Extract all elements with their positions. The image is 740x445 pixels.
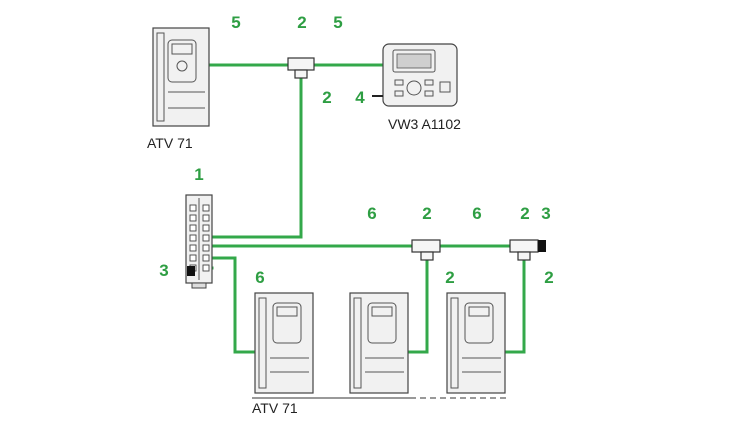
tap-right-drop-port — [517, 251, 531, 261]
hub-port — [189, 234, 197, 242]
tap-top — [287, 57, 315, 79]
hub-ports — [189, 204, 210, 272]
terminal-key — [394, 90, 404, 97]
callout-tap-mid: 2 — [422, 204, 431, 223]
drive-heatsink — [258, 297, 267, 389]
callout-cable-drop-left: 6 — [255, 268, 264, 287]
callout-tap-top: 2 — [297, 13, 306, 32]
drive-display — [371, 306, 393, 317]
drive-bottom-2 — [349, 292, 409, 394]
hub-port — [202, 264, 210, 272]
drive-heatsink — [450, 297, 459, 389]
drive-bottom-3 — [446, 292, 506, 394]
terminal-key — [424, 90, 434, 97]
hub-port — [189, 214, 197, 222]
drive-keypad — [367, 302, 397, 344]
tap-mid-drop-port — [420, 251, 434, 261]
hub-port — [202, 214, 210, 222]
callout-tap-mid-drop: 2 — [445, 268, 454, 287]
cable-top-tap-to-hub — [208, 73, 303, 239]
label-bottom-drives: ATV 71 — [252, 400, 298, 416]
callout-cable-top-right: 5 — [333, 13, 342, 32]
label-top-drive: ATV 71 — [147, 135, 193, 151]
drive-keypad — [272, 302, 302, 344]
callout-cable-bus-1: 6 — [367, 204, 376, 223]
terminal-key — [394, 79, 404, 86]
drive-keypad — [464, 302, 494, 344]
tap-mid — [411, 239, 441, 261]
drive-top-heatsink — [156, 32, 165, 122]
terminal-key — [424, 79, 434, 86]
terminal-screen — [396, 53, 432, 69]
drive-top-keypad — [167, 39, 197, 83]
tap-right — [509, 239, 546, 261]
callout-terminator-hub: 3 — [159, 261, 168, 280]
hub-port — [189, 254, 197, 262]
terminal-body — [382, 43, 458, 107]
callout-tap-top-drop: 2 — [322, 88, 331, 107]
bottom-drives — [254, 292, 506, 394]
callout-cable-bus-2: 6 — [472, 204, 481, 223]
drive-bottom-1 — [254, 292, 314, 394]
terminal-screen-frame — [392, 49, 436, 73]
callout-hub: 1 — [194, 165, 203, 184]
drive-top — [152, 27, 210, 127]
drive-display — [276, 306, 298, 317]
hub-port — [202, 254, 210, 262]
tap-top-drop-port — [294, 69, 308, 79]
hub-port — [189, 204, 197, 212]
drive-top-knob — [176, 60, 188, 72]
callout-tap-right-drop: 2 — [544, 268, 553, 287]
hub-port — [202, 244, 210, 252]
hub-port — [202, 204, 210, 212]
hub-port — [189, 244, 197, 252]
tap-mid-body — [411, 239, 441, 253]
tap-right-terminator — [538, 240, 546, 252]
hub-foot — [191, 282, 207, 289]
hub-terminator — [187, 266, 195, 276]
tap-right-body — [509, 239, 539, 253]
callout-tap-right: 2 — [520, 204, 529, 223]
label-terminal: VW3 A1102 — [388, 116, 461, 132]
callout-terminator-right: 3 — [541, 204, 550, 223]
callout-cable-top-left: 5 — [231, 13, 240, 32]
tap-top-body — [287, 57, 315, 71]
hub-port — [189, 224, 197, 232]
drive-heatsink — [353, 297, 362, 389]
terminal — [372, 43, 458, 107]
terminal-jog-dial — [406, 80, 422, 96]
terminal-key — [439, 81, 451, 93]
hub-port — [202, 224, 210, 232]
drive-top-display — [171, 43, 193, 55]
drive-top-body — [152, 27, 210, 127]
callout-terminal-cable: 4 — [355, 88, 365, 107]
drive-display — [468, 306, 490, 317]
hub-port — [202, 234, 210, 242]
